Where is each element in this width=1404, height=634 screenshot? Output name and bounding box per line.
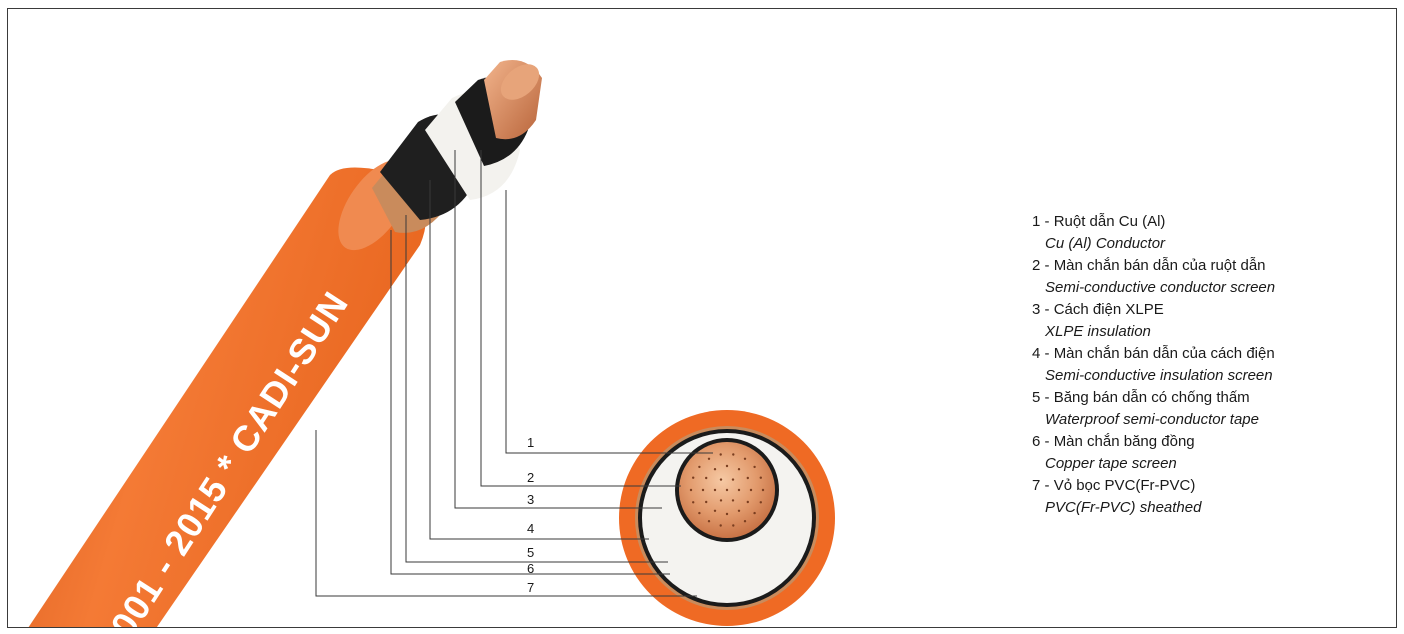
legend-label-en: PVC(Fr-PVC) sheathed (1045, 499, 1202, 516)
strand-dot (719, 499, 723, 502)
leader-line-5 (405, 215, 668, 563)
strand-dot (732, 453, 735, 456)
layer-legend: 1 - Ruột dẫn Cu (Al) Cu (Al) Conductor 2… (1032, 211, 1382, 519)
legend-label-en: Copper tape screen (1045, 455, 1177, 472)
strand-dot (707, 520, 711, 523)
strand-dot (692, 476, 695, 479)
legend-label-vi: Ruột dẫn Cu (Al) (1053, 213, 1166, 230)
legend-label-en: Semi-conductive insulation screen (1045, 367, 1273, 384)
callout-number-4: 4 (527, 521, 534, 536)
legend-label-vi: Màn chắn bán dẫn của cách điện (1053, 345, 1275, 362)
legend-label-vi: Vỏ bọc PVC(Fr-PVC) (1053, 477, 1196, 494)
conductor-strands (689, 453, 765, 527)
strand-dot (753, 511, 756, 515)
legend-label-en: Waterproof semi-conductor tape (1045, 411, 1259, 428)
legend-label-vi: Băng bán dẫn có chống thấm (1053, 389, 1250, 406)
callout-number-1: 1 (527, 435, 534, 450)
legend-number: 5 (1032, 389, 1041, 406)
strand-dot (746, 476, 749, 480)
legend-number: 6 (1032, 433, 1041, 450)
legend-label-vi: Cách điện XLPE (1053, 301, 1164, 318)
callout-number-6: 6 (527, 561, 534, 576)
strand-dot (713, 468, 717, 471)
strand-dot (719, 478, 723, 481)
strand-dot (746, 500, 749, 504)
callout-number-7: 7 (527, 580, 534, 595)
leader-line-4 (429, 180, 649, 540)
leader-line-3 (454, 150, 662, 509)
strand-dot (719, 453, 722, 456)
legend-number: 1 (1032, 213, 1041, 230)
strand-dot (698, 465, 701, 469)
legend-number: 7 (1032, 477, 1041, 494)
strand-dot (759, 501, 762, 504)
strand-dot (743, 520, 747, 523)
leader-line-6 (390, 230, 670, 575)
legend-label-en: Cu (Al) Conductor (1045, 235, 1166, 252)
legend-label-vi: Màn chắn bán dẫn của ruột dẫn (1053, 257, 1266, 274)
strand-dot (705, 476, 708, 480)
leader-line-2 (480, 150, 681, 487)
legend-number: 2 (1032, 257, 1041, 274)
strand-dot (713, 509, 717, 512)
cable-cross-section (619, 410, 835, 626)
strand-dot (705, 500, 708, 504)
strand-dot (737, 509, 741, 512)
strand-dot (761, 488, 765, 492)
strand-dot (719, 524, 722, 527)
strand-dot (713, 488, 717, 492)
legend-label-en: Semi-conductive conductor screen (1045, 279, 1276, 296)
legend-item: 6 - Màn chắn băng đồng Copper tape scree… (1032, 431, 1382, 475)
legend-item: 7 - Vỏ bọc PVC(Fr-PVC) PVC(Fr-PVC) sheat… (1032, 475, 1382, 519)
strand-dot (731, 499, 735, 502)
legend-number: 4 (1032, 345, 1041, 362)
strand-dot (701, 488, 705, 492)
cable-side-view: 001 - 2015 * CADI-SUN (28, 60, 542, 627)
strand-dot (707, 457, 711, 460)
legend-item: 5 - Băng bán dẫn có chống thấm Waterproo… (1032, 387, 1382, 431)
leader-line-1 (505, 190, 713, 454)
strand-dot (698, 511, 701, 515)
strand-dot (737, 468, 741, 471)
legend-label-vi: Màn chắn băng đồng (1053, 433, 1195, 450)
legend-item: 1 - Ruột dẫn Cu (Al) Cu (Al) Conductor (1032, 211, 1382, 255)
callout-number-3: 3 (527, 492, 534, 507)
strand-dot (725, 512, 729, 516)
legend-item: 4 - Màn chắn bán dẫn của cách điện Semi-… (1032, 343, 1382, 387)
legend-label-en: XLPE insulation (1045, 323, 1151, 340)
strand-dot (732, 524, 735, 527)
strand-dot (731, 478, 735, 481)
leader-lines (315, 150, 713, 597)
callout-number-2: 2 (527, 470, 534, 485)
legend-item: 3 - Cách điện XLPE XLPE insulation (1032, 299, 1382, 343)
strand-dot (725, 488, 729, 492)
strand-dot (759, 476, 762, 479)
strand-dot (689, 488, 693, 492)
outer-sheath (28, 167, 426, 627)
strand-dot (753, 465, 756, 469)
strand-dot (749, 488, 753, 492)
legend-number: 3 (1032, 301, 1041, 318)
copper-conductor-tip (500, 64, 540, 100)
strand-dot (737, 488, 741, 492)
legend-item: 2 - Màn chắn bán dẫn của ruột dẫn Semi-c… (1032, 255, 1382, 299)
callout-numbers: 1 2 3 4 5 6 7 (527, 435, 534, 595)
strand-dot (725, 464, 729, 468)
callout-number-5: 5 (527, 545, 534, 560)
strand-dot (743, 457, 747, 460)
strand-dot (692, 501, 695, 504)
leader-line-7 (315, 430, 697, 597)
